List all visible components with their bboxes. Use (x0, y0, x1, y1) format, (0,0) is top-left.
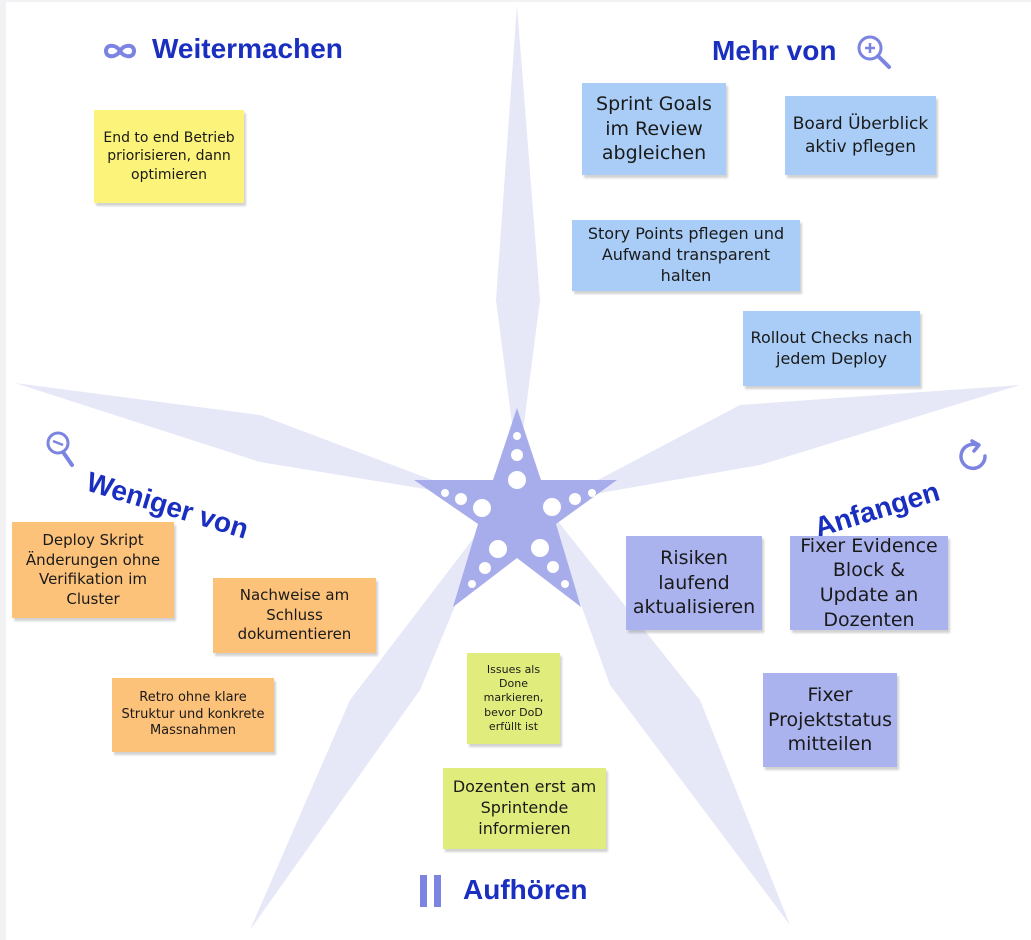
star-dot (468, 580, 476, 588)
infinity-icon (103, 43, 137, 59)
sticky-note[interactable]: Fixer Projektstatus mitteilen (763, 673, 897, 767)
star-dot (547, 561, 559, 573)
section-title-aufhoeren: Aufhören (463, 874, 588, 905)
star-dot (508, 471, 526, 489)
star-dot (531, 539, 549, 557)
zoom-out-icon (46, 431, 74, 467)
sticky-note[interactable]: End to end Betrieb priorisieren, dann op… (94, 110, 244, 203)
sticky-note[interactable]: Issues als Done markieren, bevor DoD erf… (467, 653, 560, 744)
star-dot (441, 489, 449, 497)
center-star (414, 408, 617, 607)
canvas-edge (0, 0, 6, 940)
ray-top (496, 5, 540, 470)
pause-icon (420, 875, 441, 907)
star-dot (455, 493, 467, 505)
star-dot (569, 493, 581, 505)
star-dot (588, 489, 596, 497)
canvas-edge-top (0, 0, 1031, 2)
sticky-note[interactable]: Board Überblick aktiv pflegen (785, 96, 936, 175)
sticky-note[interactable]: Retro ohne klare Struktur und konkrete M… (112, 678, 274, 752)
sticky-note[interactable]: Rollout Checks nach jedem Deploy (743, 311, 920, 386)
star-dot (473, 499, 491, 517)
refresh-icon (959, 439, 987, 471)
ray-bottom-left (250, 510, 495, 930)
star-dot (561, 580, 569, 588)
sticky-note[interactable]: Sprint Goals im Review abgleichen (582, 83, 726, 175)
ray-right (560, 385, 1020, 500)
section-title-weitermachen: Weitermachen (152, 33, 343, 64)
sticky-note[interactable]: Deploy Skript Änderungen ohne Verifikati… (12, 522, 174, 618)
sticky-note[interactable]: Dozenten erst am Sprintende informieren (443, 768, 606, 849)
star-dot (513, 432, 521, 440)
ray-left (15, 383, 480, 498)
zoom-in-icon (857, 35, 891, 69)
sticky-note[interactable]: Risiken laufend aktualisieren (626, 536, 762, 630)
star-dot (543, 498, 561, 516)
sticky-note[interactable]: Story Points pflegen und Aufwand transpa… (572, 220, 800, 291)
star-dots (441, 432, 596, 588)
section-title-mehr-von: Mehr von (712, 35, 837, 66)
star-dot (479, 562, 491, 574)
sticky-note[interactable]: Fixer Evidence Block & Update an Dozente… (790, 535, 948, 631)
star-dot (511, 449, 523, 461)
sticky-note[interactable]: Nachweise am Schluss dokumentieren (213, 578, 376, 653)
ray-bottom-right (545, 505, 790, 925)
star-dot (489, 540, 507, 558)
